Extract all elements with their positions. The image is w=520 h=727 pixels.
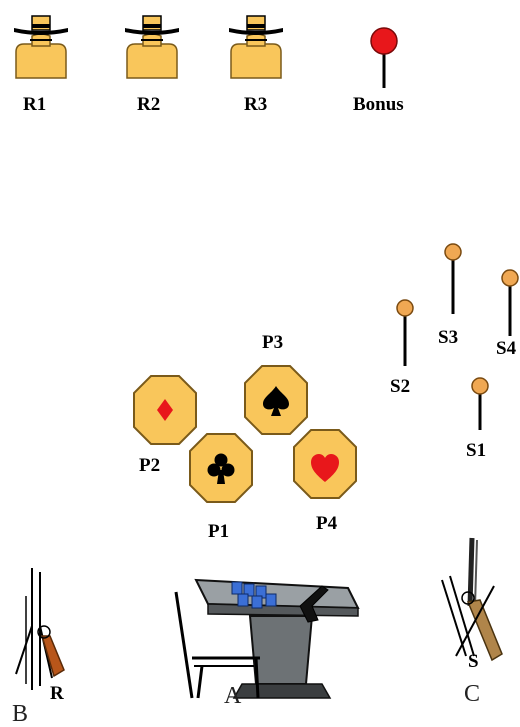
rifle-station-icon (15, 568, 65, 690)
steel-target-s2 (396, 299, 414, 366)
diamond-octagon-icon (133, 375, 197, 445)
rider-target-r1 (14, 15, 68, 79)
spade-octagon-icon (244, 365, 308, 435)
steel-target-s4 (501, 269, 519, 336)
station-a-label: A (224, 683, 242, 709)
red-popper-icon (370, 27, 398, 88)
station-b-label: B (12, 701, 29, 727)
steel-target-label-s3: S3 (438, 327, 459, 348)
rider-target-icon (125, 15, 179, 79)
station-a-table (174, 578, 360, 699)
card-target-p4 (293, 429, 357, 499)
card-target-label-p3: P3 (262, 332, 284, 353)
popper-target-icon (471, 377, 489, 430)
popper-target-icon (396, 299, 414, 366)
steel-target-s3 (444, 243, 462, 314)
steel-target-s1 (471, 377, 489, 430)
card-table-station-icon (174, 578, 360, 699)
card-target-label-p1: P1 (208, 521, 230, 542)
steel-target-label-s2: S2 (390, 376, 411, 397)
steel-target-label-s4: S4 (496, 338, 517, 359)
card-target-label-p2: P2 (139, 455, 161, 476)
popper-target-icon (444, 243, 462, 314)
rider-target-label-r3: R3 (244, 94, 268, 115)
station-c-shotgun (441, 537, 503, 662)
card-target-label-p4: P4 (316, 513, 338, 534)
heart-octagon-icon (293, 429, 357, 499)
rider-target-label-r1: R1 (23, 94, 47, 115)
rider-target-r2 (125, 15, 179, 79)
station-b-gun-label: R (50, 683, 64, 704)
station-b-rifle (15, 568, 65, 690)
popper-target-icon (501, 269, 519, 336)
card-target-p1 (189, 433, 253, 503)
club-octagon-icon (189, 433, 253, 503)
shotgun-station-icon (441, 537, 503, 662)
card-target-p3 (244, 365, 308, 435)
card-target-p2 (133, 375, 197, 445)
bonus-popper (370, 27, 398, 88)
rider-target-label-r2: R2 (137, 94, 161, 115)
rider-target-icon (14, 15, 68, 79)
rider-target-r3 (229, 15, 283, 79)
station-c-gun-label: S (468, 651, 479, 672)
bonus-label: Bonus (353, 94, 404, 115)
rider-target-icon (229, 15, 283, 79)
station-c-label: C (464, 681, 481, 707)
steel-target-label-s1: S1 (466, 440, 487, 461)
